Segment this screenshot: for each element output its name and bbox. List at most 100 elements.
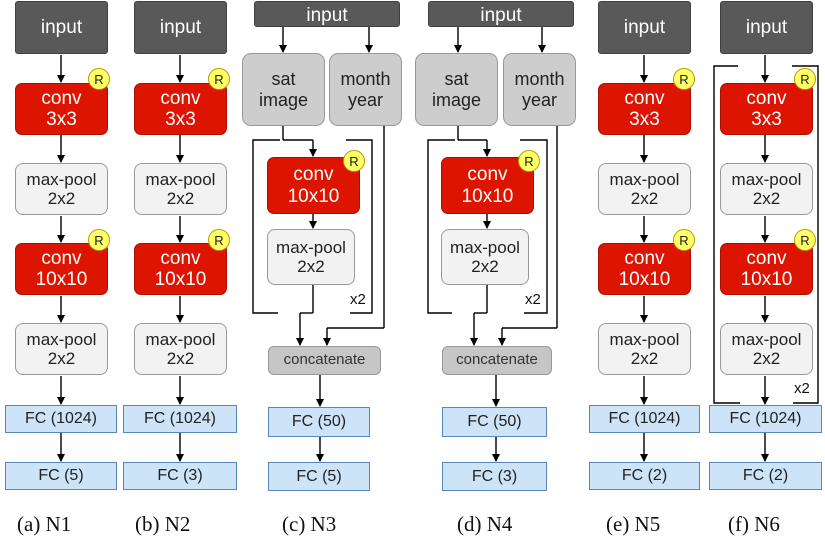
n4-fc-hidden-label: FC (50) (467, 413, 522, 431)
n2-conv2-relu-badge: R (208, 229, 230, 251)
n2-conv2-kernel: 10x10 (154, 269, 207, 290)
n6-conv2-relu-badge: R (794, 229, 816, 251)
n2-pool1-label: max-pool (145, 169, 216, 189)
n4-pool-size: 2x2 (471, 257, 499, 276)
n6-conv2-kernel: 10x10 (740, 269, 793, 290)
n3-input-node: input (254, 1, 400, 27)
n3-year-label: year (347, 89, 383, 110)
n3-conv-relu-badge: R (343, 150, 365, 172)
n5-conv2-label: conv (624, 247, 665, 269)
n6-conv1-kernel: 3x3 (751, 109, 782, 130)
n5-pool1-label: max-pool (609, 169, 680, 189)
n3-caption: (c) N3 (282, 512, 337, 536)
n5-conv2-kernel: 10x10 (618, 269, 671, 290)
n5-caption: (e) N5 (606, 512, 661, 536)
n1-pool1-label: max-pool (26, 169, 97, 189)
n6-input-node: input (720, 1, 813, 54)
n6-repeat-label: x2 (794, 380, 810, 397)
n1-conv1-kernel: 3x3 (46, 109, 77, 130)
n2-pool1-size: 2x2 (166, 189, 195, 208)
n4-input-node: input (428, 1, 574, 27)
n4-fc-out-node: FC (3) (442, 462, 547, 491)
n4-arrows (454, 27, 558, 462)
n1-conv2-label: conv (41, 247, 82, 269)
n4-repeat-label: x2 (525, 291, 541, 308)
n5-pool1-size: 2x2 (630, 189, 659, 208)
n2-input-node: input (134, 1, 227, 54)
n4-input-label: input (480, 5, 522, 26)
n2-conv1-kernel: 3x3 (165, 109, 196, 130)
repeat-brackets (252, 65, 819, 404)
n2-pool2-size: 2x2 (166, 349, 195, 368)
n5-input-node: input (598, 1, 691, 54)
n3-pool-label: max-pool (276, 237, 346, 257)
n1-pool2-label: max-pool (26, 329, 97, 349)
n3-sat-label: sat (271, 69, 296, 90)
n1-conv2-relu-badge: R (88, 229, 110, 251)
n1-fc-hidden-node: FC (1024) (5, 405, 117, 433)
n5-fc-hidden-node: FC (1024) (589, 405, 700, 433)
n3-pool-size: 2x2 (297, 257, 325, 276)
n4-month-label: month (514, 69, 565, 90)
n2-input-label: input (159, 16, 202, 38)
n6-pool2-size: 2x2 (752, 349, 781, 368)
n6-fc-out-label: FC (2) (742, 467, 789, 485)
n2-fc-hidden-label: FC (1024) (143, 410, 217, 428)
n6-input-label: input (745, 16, 788, 38)
n4-pool-label: max-pool (450, 237, 520, 257)
n5-fc-out-label: FC (2) (621, 467, 668, 485)
n5-fc-out-node: FC (2) (589, 462, 700, 490)
n4-conv-kernel: 10x10 (461, 185, 514, 207)
n4-year-label: year (521, 89, 557, 110)
n1-conv1-relu-badge: R (88, 68, 110, 90)
n6-caption: (f) N6 (728, 512, 780, 536)
n3-arrows (279, 27, 385, 462)
n4-fc-hidden-node: FC (50) (442, 407, 547, 437)
n4-concatenate-node: concatenate (442, 346, 552, 375)
n1-pool1-size: 2x2 (47, 189, 76, 208)
n3-repeat-bracket-left (252, 139, 280, 314)
n2-conv2-label: conv (160, 247, 201, 269)
n4-fc-out-label: FC (3) (471, 467, 518, 485)
n4-concatenate-label: concatenate (456, 351, 538, 369)
n3-month-label: month (340, 69, 391, 90)
n6-conv2-label: conv (746, 247, 787, 269)
n5-conv1-label: conv (624, 87, 665, 109)
n3-image-label: image (258, 89, 309, 110)
n6-pool1-size: 2x2 (752, 189, 781, 208)
n3-repeat-label: x2 (350, 291, 366, 308)
n5-input-label: input (623, 16, 666, 38)
n1-caption: (a) N1 (17, 512, 72, 536)
n3-input-label: input (306, 5, 348, 26)
n5-conv2-relu-badge: R (673, 229, 695, 251)
n3-conv-label: conv (293, 164, 334, 186)
n2-pool2-label: max-pool (145, 329, 216, 349)
n6-conv1-label: conv (746, 87, 787, 109)
n2-conv1-relu-badge: R (208, 68, 230, 90)
n5-pool2-size: 2x2 (630, 349, 659, 368)
n1-pool2-size: 2x2 (47, 349, 76, 368)
n3-fc-hidden-node: FC (50) (268, 407, 370, 437)
n6-pool1-label: max-pool (731, 169, 802, 189)
n3-fc-out-node: FC (5) (268, 462, 370, 491)
n6-fc-hidden-label: FC (1024) (729, 410, 802, 428)
n4-conv-label: conv (467, 164, 508, 186)
n3-repeat-bracket-right (346, 139, 373, 314)
